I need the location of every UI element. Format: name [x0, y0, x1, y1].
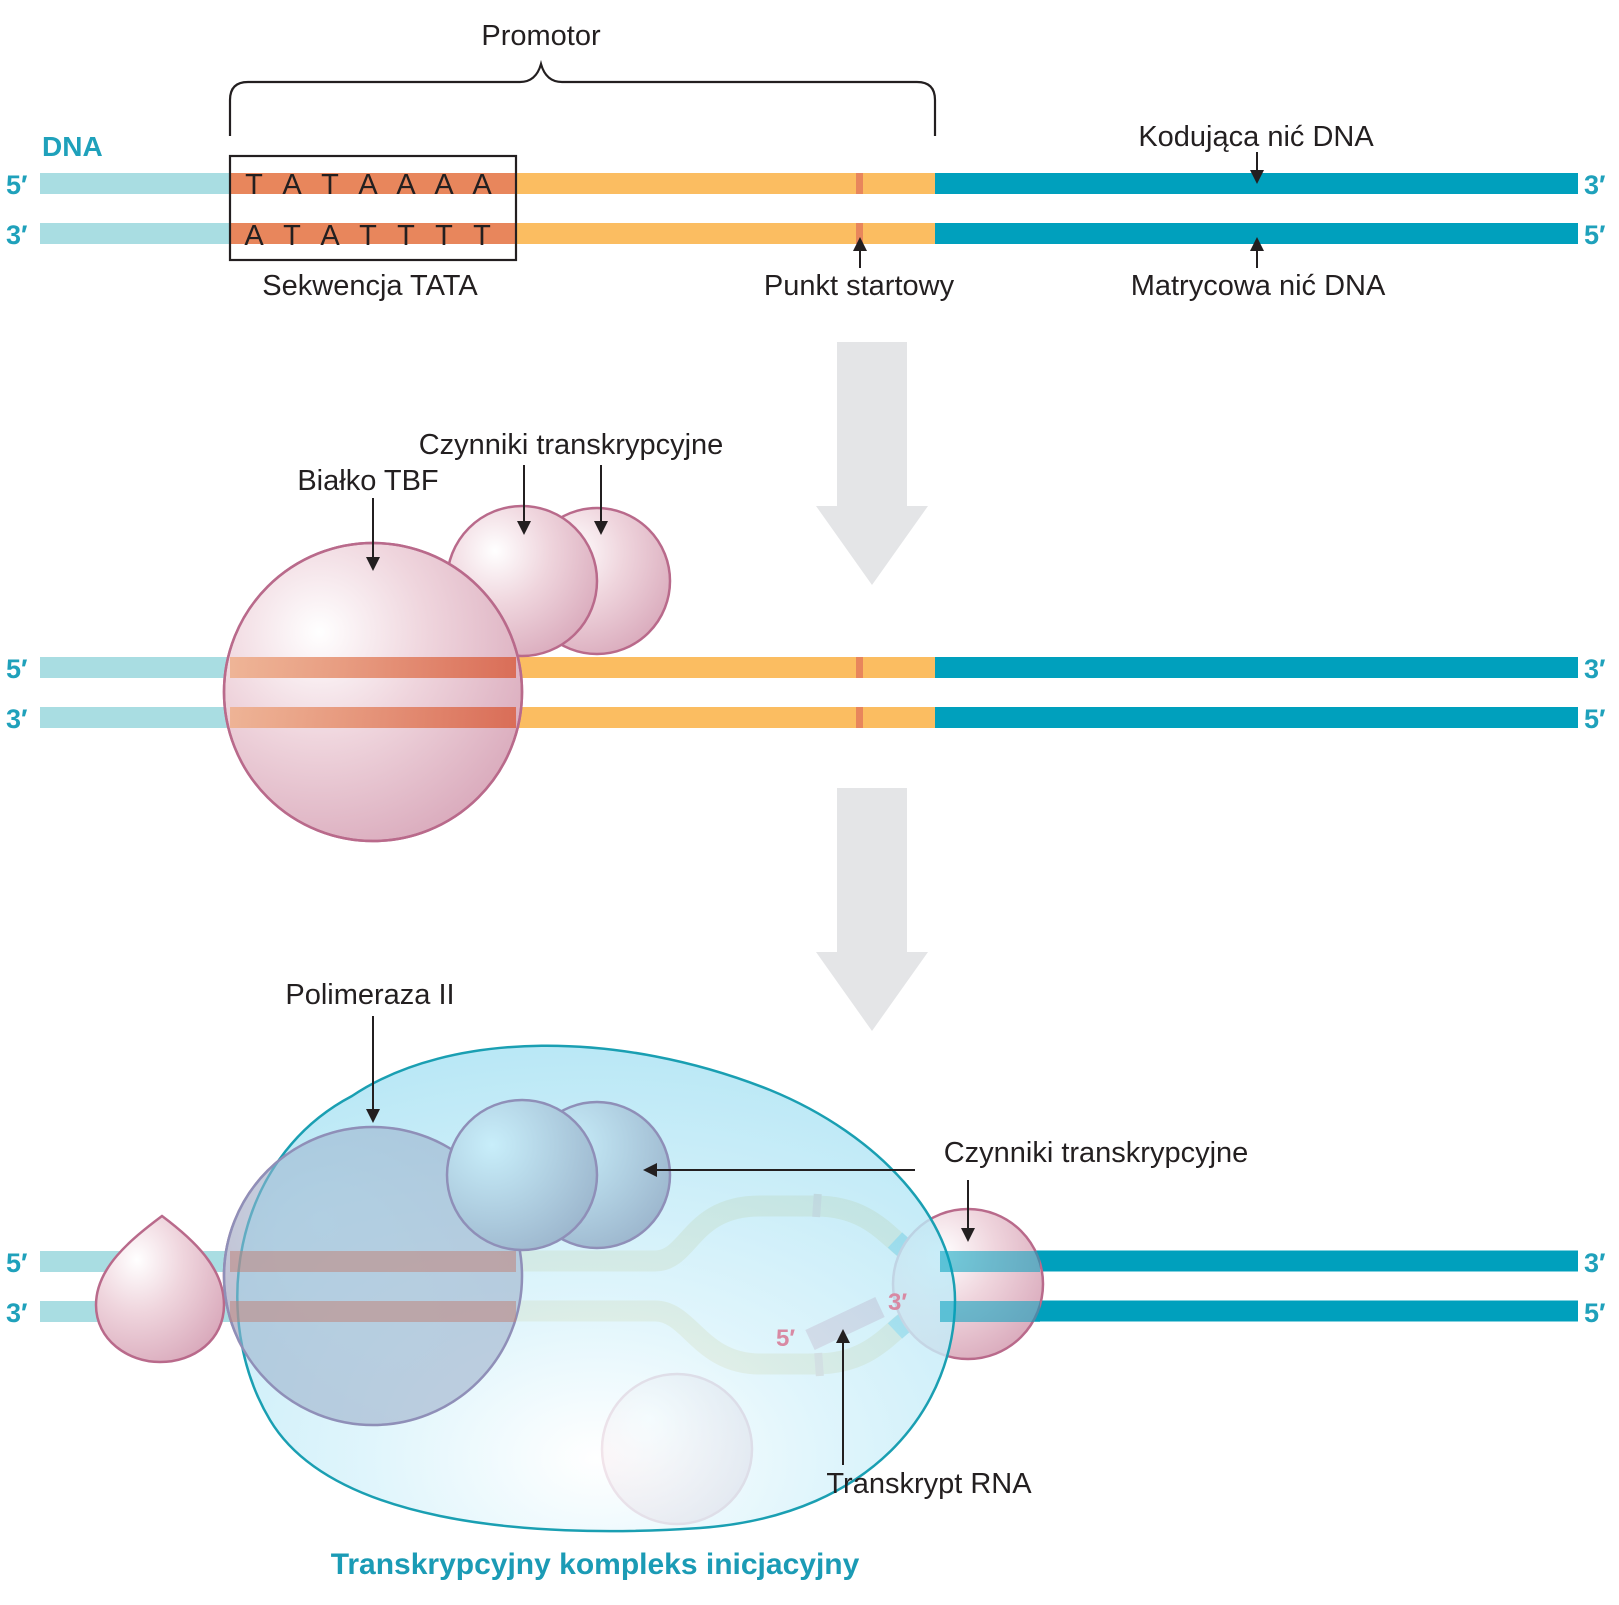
panel-2-tbf-binding: 5′ 3′ 3′ 5′ Białko TBF Czynniki transkry…: [6, 429, 1606, 843]
coding-strand-label: Kodująca nić DNA: [1138, 121, 1374, 153]
end-label-3-top: 3′: [1584, 1248, 1606, 1278]
seq-top-letter: A: [396, 169, 416, 201]
step-arrow-2: [816, 788, 928, 1031]
seq-bottom-letter: A: [244, 220, 264, 252]
coding-strand-upstream: [40, 173, 230, 194]
template-strand-label: Matrycowa nić DNA: [1131, 270, 1386, 302]
rna-transcript-label: Transkrypt RNA: [826, 1468, 1032, 1500]
rna-3-end: 3′: [888, 1289, 907, 1316]
start-point-mark-bottom: [856, 707, 863, 728]
tbf-label: Białko TBF: [297, 465, 438, 497]
promoter-label: Promotor: [481, 20, 601, 52]
strand-bottom-promoter: [516, 707, 935, 728]
start-point-mark-top: [856, 657, 863, 678]
dna-label: DNA: [42, 131, 103, 162]
step-arrow-1: [816, 342, 928, 585]
strand-bottom-through-complex: [230, 1301, 516, 1322]
rna-5-end: 5′: [776, 1325, 795, 1352]
seq-bottom-letter: T: [283, 220, 301, 252]
seq-top-letter: A: [358, 169, 378, 201]
tata-sequence-label: Sekwencja TATA: [262, 270, 478, 302]
strand-bottom-gene: [935, 707, 1578, 728]
downstream-strand-overlay-bottom: [940, 1301, 1040, 1322]
panel-3-initiation-complex: 5′ 3′ 5′ 3′ 3′ 5′ Polimeraza II Czynniki…: [6, 979, 1606, 1581]
strand-bottom-upstream: [40, 707, 230, 728]
upstream-factor-drop: [94, 1214, 226, 1364]
seq-top-letter: A: [472, 169, 492, 201]
strand-top-promoter: [516, 657, 935, 678]
template-strand-gene: [935, 223, 1578, 244]
complex-factors-label: Czynniki transkrypcyjne: [944, 1137, 1249, 1169]
end-label-5-top: 5′: [6, 654, 28, 684]
promoter-region-top: [516, 173, 935, 194]
tata-box-outline: [228, 154, 518, 262]
seq-bottom-letter: T: [359, 220, 377, 252]
seq-top-letter: T: [321, 169, 339, 201]
end-label-5-bottom: 5′: [1584, 220, 1606, 250]
promoter-region-bottom: [516, 223, 935, 244]
promoter-brace: [228, 59, 937, 136]
end-label-3-top: 3′: [1584, 654, 1606, 684]
start-point-mark-bottom: [856, 223, 863, 244]
end-label-3-bottom: 3′: [6, 220, 28, 250]
tata-under-tbf-bottom: [230, 707, 516, 728]
end-label-5-bottom: 5′: [1584, 1298, 1606, 1328]
tata-box-bottom: [230, 223, 516, 244]
tbf-protein: [222, 541, 524, 843]
start-point-label: Punkt startowy: [764, 270, 955, 302]
end-label-3-bottom: 3′: [6, 704, 28, 734]
seq-top-letter: T: [245, 169, 263, 201]
end-label-5-bottom: 5′: [1584, 704, 1606, 734]
tata-sequence-bottom: A T A T T T T: [244, 220, 491, 252]
seq-top-letter: A: [434, 169, 454, 201]
seq-bottom-letter: A: [320, 220, 340, 252]
tata-sequence-top: T A T A A A A: [245, 169, 492, 201]
seq-top-letter: A: [282, 169, 302, 201]
end-label-3-bottom: 3′: [6, 1298, 28, 1328]
strand-top-through-complex: [230, 1251, 516, 1272]
complex-factor-ball-1: [445, 1098, 599, 1252]
tata-under-tbf-top: [230, 657, 516, 678]
template-strand-upstream: [40, 223, 230, 244]
end-label-5-top: 5′: [6, 1248, 28, 1278]
end-label-5-top: 5′: [6, 170, 28, 200]
seq-bottom-letter: T: [473, 220, 491, 252]
polymerase-label: Polimeraza II: [285, 979, 454, 1011]
end-label-3-top: 3′: [1584, 170, 1606, 200]
strand-top-upstream: [40, 657, 230, 678]
downstream-strand-overlay-top: [940, 1251, 1040, 1272]
tata-box-top: [230, 173, 516, 194]
complex-title: Transkrypcyjny kompleks inicjacyjny: [331, 1548, 860, 1581]
polymerase-subunit-ball: [222, 1125, 524, 1427]
transcription-factors-label: Czynniki transkrypcyjne: [419, 429, 724, 461]
seq-bottom-letter: T: [397, 220, 415, 252]
start-point-mark-top: [856, 173, 863, 194]
strand-top-gene: [935, 657, 1578, 678]
seq-bottom-letter: T: [435, 220, 453, 252]
panel-1-dna: Promotor DNA T A T A A A A A T A T: [6, 20, 1606, 302]
